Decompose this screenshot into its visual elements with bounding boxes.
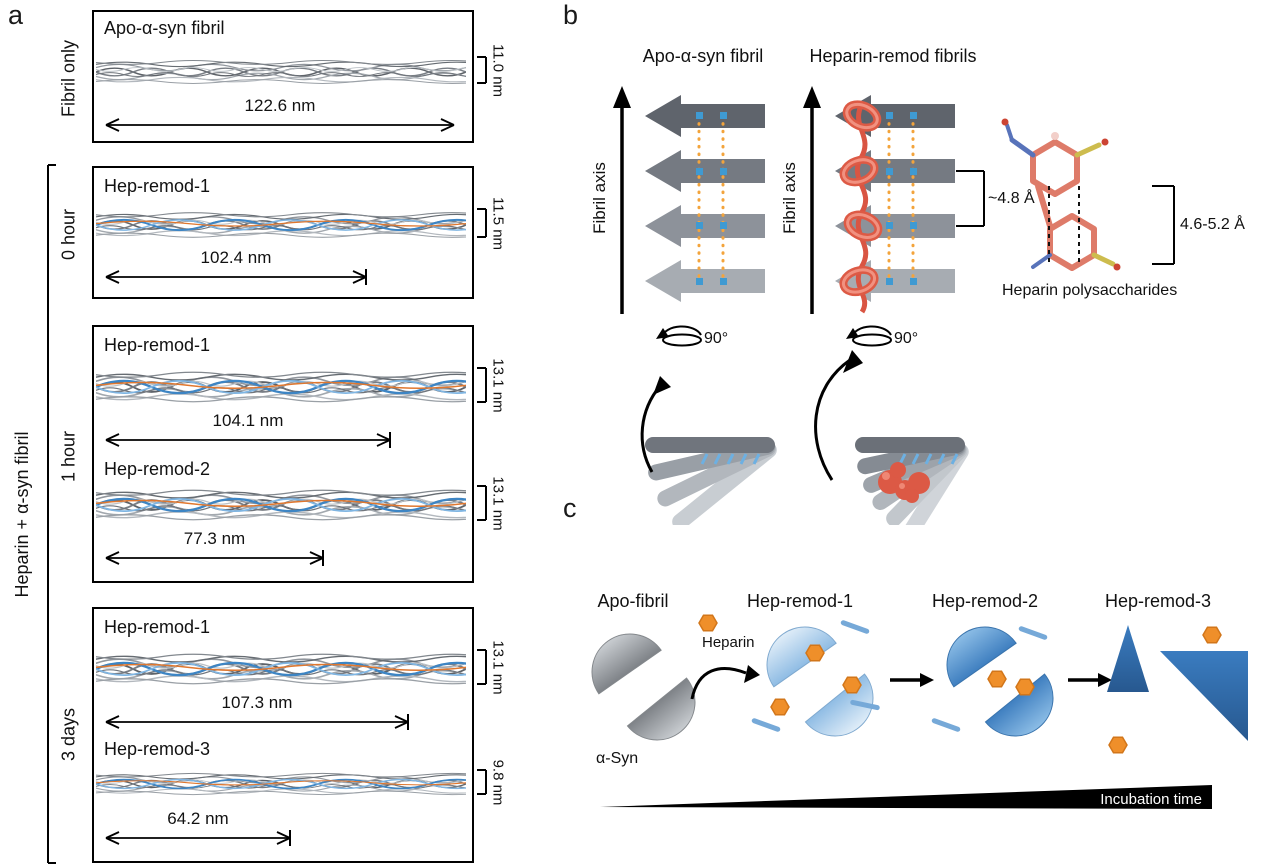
fibril-image-hep3 (96, 771, 466, 797)
fibril-image-hep1 (96, 210, 466, 240)
rise-label: ~4.8 Å (988, 190, 1035, 207)
rotation-90-label-left: 90° (704, 330, 729, 347)
incubation-time-label: Incubation time (1100, 791, 1202, 808)
stage-label-hep1: Hep-remod-1 (746, 591, 854, 611)
stage-label-apo: Apo-fibril (597, 591, 669, 611)
panel-b-label: b (563, 0, 579, 30)
fibril-title: Hep-remod-2 (104, 459, 211, 479)
apo-fibril-shapes (591, 633, 696, 741)
panel-a-label: a (8, 0, 24, 30)
fibril-image-hep2 (96, 487, 466, 523)
length-arrow (105, 269, 367, 285)
width-label: 11.5 nm (489, 196, 507, 251)
rise-bracket (956, 170, 985, 227)
width-bracket (477, 769, 487, 795)
width-label: 13.1 nm (489, 358, 507, 413)
fibril-image-hep1 (96, 651, 466, 687)
heparin-ring-chain (839, 100, 883, 314)
width-bracket (477, 208, 487, 238)
width-label: 11.0 nm (489, 43, 507, 98)
heparin-molecule (1001, 118, 1121, 271)
fibril-title: Hep-remod-1 (104, 335, 211, 355)
width-label: 9.8 nm (489, 759, 507, 806)
group-label-fibril-only: Fibril only (58, 39, 79, 118)
length-arrow (105, 550, 324, 566)
fibril-title: Hep-remod-1 (104, 617, 211, 637)
group-bracket (47, 164, 56, 864)
group-label-heparin-asyn: Heparin + α-syn fibril (12, 431, 32, 598)
spacing-bracket (1152, 185, 1175, 265)
heparin-caption: Heparin polysaccharides (1002, 282, 1178, 299)
panel-b-graphics (613, 86, 1175, 525)
spacing-dashed-lines (1048, 186, 1080, 264)
width-label: 13.1 nm (489, 476, 507, 531)
fibril-title: Hep-remod-1 (104, 176, 211, 196)
hep-remod-3-shapes (1107, 625, 1248, 754)
fibril-image-hep1 (96, 369, 466, 405)
rotation-arrow-right (814, 358, 851, 481)
stage-label-hep2: Hep-remod-2 (931, 591, 1039, 611)
time-label-1hour: 1 hour (58, 430, 79, 483)
fibril-title: Apo-α-syn fibril (104, 18, 225, 38)
hep-remod-2-shapes (931, 626, 1054, 737)
rotation-icon-left (655, 325, 702, 347)
b-left-title: Apo-α-syn fibril (642, 46, 764, 66)
fibril-image-apo (96, 59, 466, 85)
stage-label-hep3: Hep-remod-3 (1104, 591, 1212, 611)
heparin-label: Heparin (702, 634, 755, 651)
fibril-axis-label-left: Fibril axis (590, 162, 609, 234)
block-arrow-stack-left (645, 95, 765, 302)
box-3days: Hep-remod-1 107.3 nm Hep-remod-3 64.2 nm (92, 607, 474, 863)
fan-rotation-left (645, 437, 777, 525)
rotation-90-label-right: 90° (894, 330, 919, 347)
panel-c-label: c (563, 493, 577, 523)
length-arrow (105, 118, 455, 132)
panel-c-graphics (591, 614, 1248, 809)
heparin-blob (878, 462, 930, 503)
length-label: 102.4 nm (200, 248, 272, 267)
width-bracket (477, 367, 487, 403)
length-label: 104.1 nm (212, 411, 284, 430)
incubation-wedge (600, 785, 1212, 809)
time-label-3days: 3 days (58, 707, 79, 762)
side-chain-dots-left (696, 112, 727, 285)
heparin-reaction-arrow (690, 667, 747, 700)
fibril-axis-label-right: Fibril axis (780, 162, 799, 234)
length-label: 107.3 nm (221, 693, 293, 712)
length-label: 122.6 nm (244, 96, 316, 115)
hbond-dotted-lines-right (887, 114, 915, 283)
length-label: 64.2 nm (167, 809, 229, 828)
hbond-dotted-lines-left (697, 114, 725, 283)
b-right-title: Heparin-remod fibrils (809, 46, 977, 66)
width-bracket (477, 56, 487, 84)
length-arrow (105, 432, 391, 448)
hexagon-icon (698, 614, 718, 632)
time-label-0hour: 0 hour (58, 208, 79, 261)
hep-remod-1-shapes (751, 620, 880, 737)
width-bracket (477, 649, 487, 685)
rotation-arrow-left (640, 385, 662, 473)
width-bracket (477, 485, 487, 521)
rotation-icon-right (845, 325, 892, 347)
box-apo-fibril: Apo-α-syn fibril 122.6 nm (92, 10, 474, 143)
side-chain-dots-right (886, 112, 917, 285)
length-arrow (105, 714, 409, 730)
fibril-title: Hep-remod-3 (104, 739, 211, 759)
length-label: 77.3 nm (183, 529, 246, 548)
width-label: 13.1 nm (489, 640, 507, 695)
spacing-label: 4.6-5.2 Å (1180, 216, 1245, 233)
box-1hour: Hep-remod-1 104.1 nm Hep-remod-2 77.3 nm (92, 325, 474, 583)
length-arrow (105, 830, 291, 846)
box-0hour: Hep-remod-1 102.4 nm (92, 166, 474, 299)
asyn-label: α-Syn (596, 750, 639, 767)
